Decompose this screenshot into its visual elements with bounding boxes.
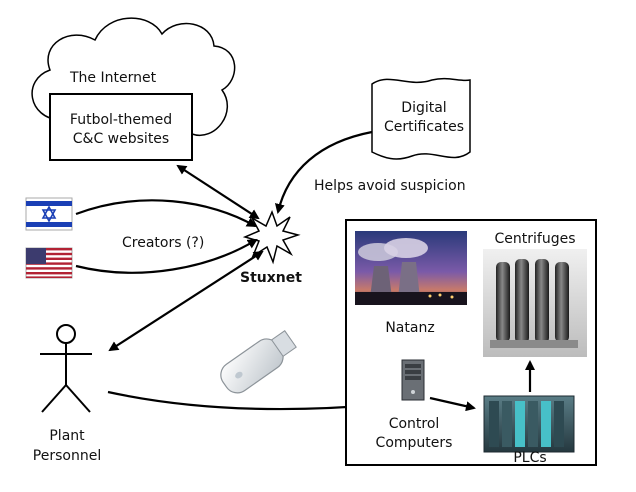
- plant-personnel-figure-icon: [40, 324, 92, 413]
- us-flag-icon: [25, 247, 73, 279]
- cnc-line2: C&C websites: [73, 131, 169, 147]
- stuxnet-burst-icon: [242, 209, 301, 265]
- stuxnet-personnel-arrow: [108, 250, 264, 352]
- natanz-label: Natanz: [385, 320, 434, 336]
- certificate-document: [371, 77, 471, 160]
- control-plc-arrow: [429, 396, 476, 412]
- certificates-line1: Digital: [401, 100, 446, 116]
- certificates-arrow: [274, 130, 373, 214]
- internet-label: The Internet: [69, 70, 157, 86]
- cnc-line1: Futbol-themed: [70, 112, 172, 128]
- centrifuges-photo: [483, 249, 587, 357]
- plcs-photo: [483, 395, 575, 453]
- creators-label: Creators (?): [122, 235, 204, 251]
- tower-computer-icon: [401, 359, 425, 401]
- personnel-line1: Plant: [49, 428, 85, 444]
- usb-drive-icon: [220, 330, 297, 394]
- natanz-photo: [355, 231, 467, 305]
- control-line2: Computers: [376, 435, 453, 451]
- plcs-label: PLCs: [513, 450, 546, 466]
- israel-arrow: [75, 199, 257, 227]
- certificates-line2: Certificates: [384, 119, 464, 135]
- centrifuges-label: Centrifuges: [495, 231, 576, 247]
- personnel-line2: Personnel: [33, 448, 101, 464]
- suspicion-label: Helps avoid suspicion: [314, 178, 466, 194]
- cnc-stuxnet-arrow: [176, 164, 260, 220]
- cnc-websites-box: [49, 93, 193, 161]
- stuxnet-label: Stuxnet: [240, 270, 302, 286]
- control-line1: Control: [389, 416, 440, 432]
- israel-flag-icon: [25, 197, 73, 231]
